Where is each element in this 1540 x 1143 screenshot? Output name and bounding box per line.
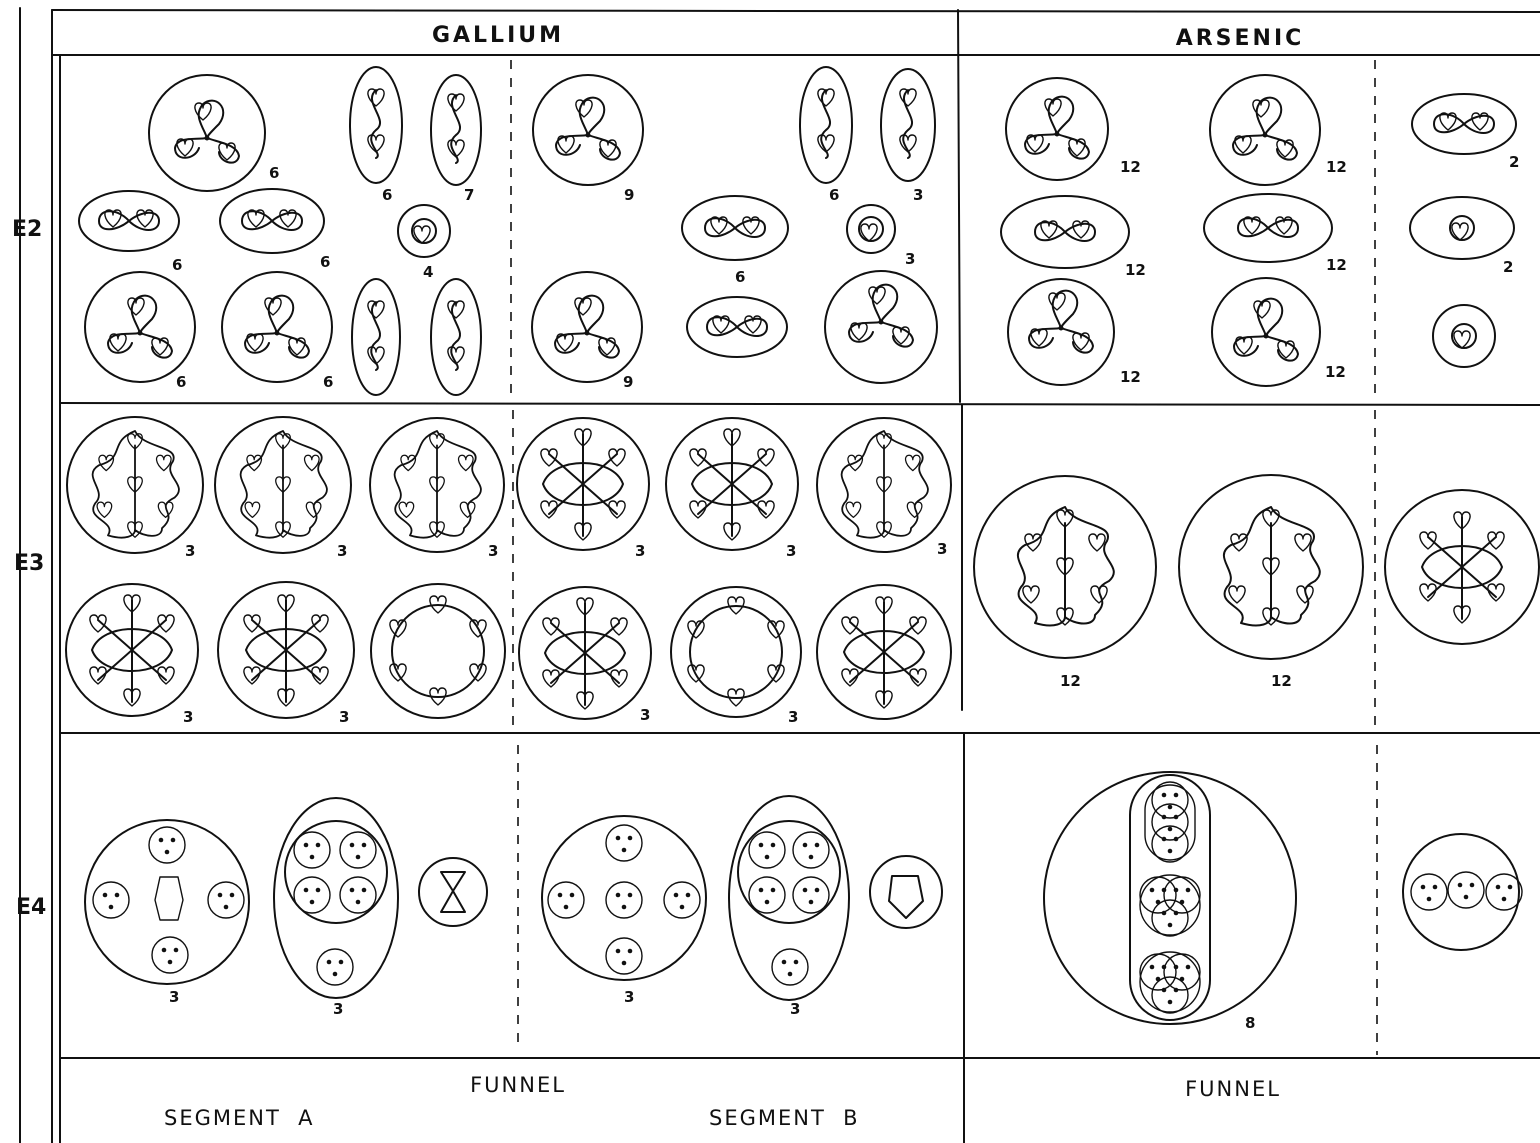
multiplicity-label: 3 bbox=[913, 186, 923, 204]
multiplicity-label: 12 bbox=[1120, 368, 1141, 386]
multiplicity-label: 12 bbox=[1326, 256, 1347, 274]
segment-b-label: SEGMENT B bbox=[709, 1106, 860, 1130]
arsenic-funnel-title: FUNNEL bbox=[1185, 1077, 1281, 1101]
multiplicity-label: 3 bbox=[937, 540, 947, 558]
multiplicity-label: 3 bbox=[488, 542, 498, 560]
multiplicity-label: 3 bbox=[185, 542, 195, 560]
multiplicity-label: 12 bbox=[1060, 672, 1081, 690]
polymorph-group bbox=[532, 67, 937, 383]
multiplicity-label: 3 bbox=[337, 542, 347, 560]
multiplicity-label: 12 bbox=[1326, 158, 1347, 176]
multiplicity-label: 3 bbox=[640, 706, 650, 724]
multiplicity-label: 3 bbox=[333, 1000, 343, 1018]
multiplicity-label: 12 bbox=[1271, 672, 1292, 690]
multiplicity-label: 7 bbox=[464, 186, 474, 204]
multiplicity-label: 6 bbox=[320, 253, 330, 271]
polymorph-group bbox=[85, 796, 942, 1000]
polymorph-group bbox=[66, 417, 951, 719]
multiplicity-label: 3 bbox=[790, 1000, 800, 1018]
multiplicity-label: 3 bbox=[788, 708, 798, 726]
polymorph-group bbox=[1044, 772, 1522, 1024]
multiplicity-label: 3 bbox=[339, 708, 349, 726]
multiplicity-label: 12 bbox=[1120, 158, 1141, 176]
multiplicity-label: 8 bbox=[1245, 1014, 1255, 1032]
table-frame bbox=[20, 8, 1540, 1143]
polymorph-group bbox=[1001, 75, 1516, 386]
multiplicity-label: 3 bbox=[635, 542, 645, 560]
multiplicity-label: 4 bbox=[423, 263, 433, 281]
multiplicity-label: 9 bbox=[623, 373, 633, 391]
gallium-funnel-title: FUNNEL bbox=[470, 1073, 566, 1097]
multiplicity-label: 3 bbox=[905, 250, 915, 268]
multiplicity-label: 3 bbox=[624, 988, 634, 1006]
arsenic-header: ARSENIC bbox=[1176, 26, 1305, 51]
multiplicity-label: 6 bbox=[382, 186, 392, 204]
multiplicity-label: 3 bbox=[169, 988, 179, 1006]
multiplicity-label: 2 bbox=[1509, 153, 1519, 171]
multiplicity-label: 6 bbox=[735, 268, 745, 286]
row-label-e3: E3 bbox=[14, 551, 44, 576]
multiplicity-label: 12 bbox=[1325, 363, 1346, 381]
multiplicity-label: 6 bbox=[323, 373, 333, 391]
multiplicity-label: 3 bbox=[786, 542, 796, 560]
multiplicity-label: 2 bbox=[1503, 258, 1513, 276]
segment-a-label: SEGMENT A bbox=[164, 1106, 315, 1130]
row-label-e4: E4 bbox=[16, 895, 46, 920]
multiplicity-label: 9 bbox=[624, 186, 634, 204]
row-label-e2: E2 bbox=[12, 217, 42, 242]
multiplicity-label: 6 bbox=[269, 164, 279, 182]
gallium-header: GALLIUM bbox=[432, 23, 564, 48]
multiplicity-label: 12 bbox=[1125, 261, 1146, 279]
multiplicity-label: 6 bbox=[829, 186, 839, 204]
multiplicity-label: 3 bbox=[183, 708, 193, 726]
multiplicity-label: 6 bbox=[172, 256, 182, 274]
polymorph-group bbox=[79, 67, 481, 395]
polymorph-group bbox=[974, 475, 1539, 659]
multiplicity-label: 6 bbox=[176, 373, 186, 391]
